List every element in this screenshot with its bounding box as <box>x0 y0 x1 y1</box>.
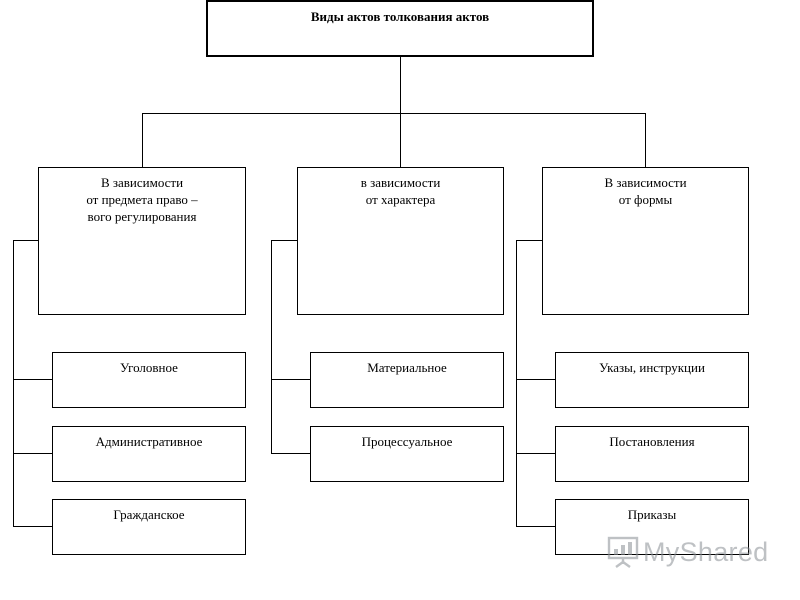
item-resolutions-label: Постановления <box>609 434 695 449</box>
item-criminal-box: Уголовное <box>52 352 246 408</box>
item-decrees-box: Указы, инструкции <box>555 352 749 408</box>
item-procedural-box: Процессуальное <box>310 426 504 482</box>
item-administrative-label: Административное <box>95 434 203 449</box>
category-character-line-1: в зависимости <box>360 175 441 190</box>
item-orders-box: Приказы <box>555 499 749 555</box>
item-administrative-box: Административное <box>52 426 246 482</box>
item-criminal-label: Уголовное <box>120 360 178 375</box>
diagram-title-text: Виды актов толкования актов <box>310 9 490 24</box>
item-procedural-label: Процессуальное <box>361 434 453 449</box>
item-civil-box: Гражданское <box>52 499 246 555</box>
item-material-box: Материальное <box>310 352 504 408</box>
myshared-watermark: MyShared <box>607 535 768 569</box>
category-character-line-2: от характера <box>365 192 436 207</box>
item-material-label: Материальное <box>367 360 447 375</box>
category-subject-line-1: В зависимости <box>100 175 184 190</box>
item-civil-label: Гражданское <box>113 507 185 522</box>
category-form-line-1: В зависимости <box>604 175 687 190</box>
item-orders-label: Приказы <box>627 507 677 522</box>
watermark-text: MyShared <box>643 536 769 567</box>
item-decrees-label: Указы, инструкции <box>599 360 705 375</box>
presentation-board-icon <box>607 535 639 569</box>
category-subject-line-3: вого регулирования <box>87 209 197 224</box>
diagram-title: Виды актов толкования актов <box>206 0 594 57</box>
category-form-line-2: от формы <box>618 192 673 207</box>
item-resolutions-box: Постановления <box>555 426 749 482</box>
category-subject-box: В зависимости от предмета право – вого р… <box>38 167 246 315</box>
category-subject-line-2: от предмета право – <box>86 192 198 207</box>
category-form-box: В зависимости от формы <box>542 167 749 315</box>
category-character-box: в зависимости от характера <box>297 167 504 315</box>
